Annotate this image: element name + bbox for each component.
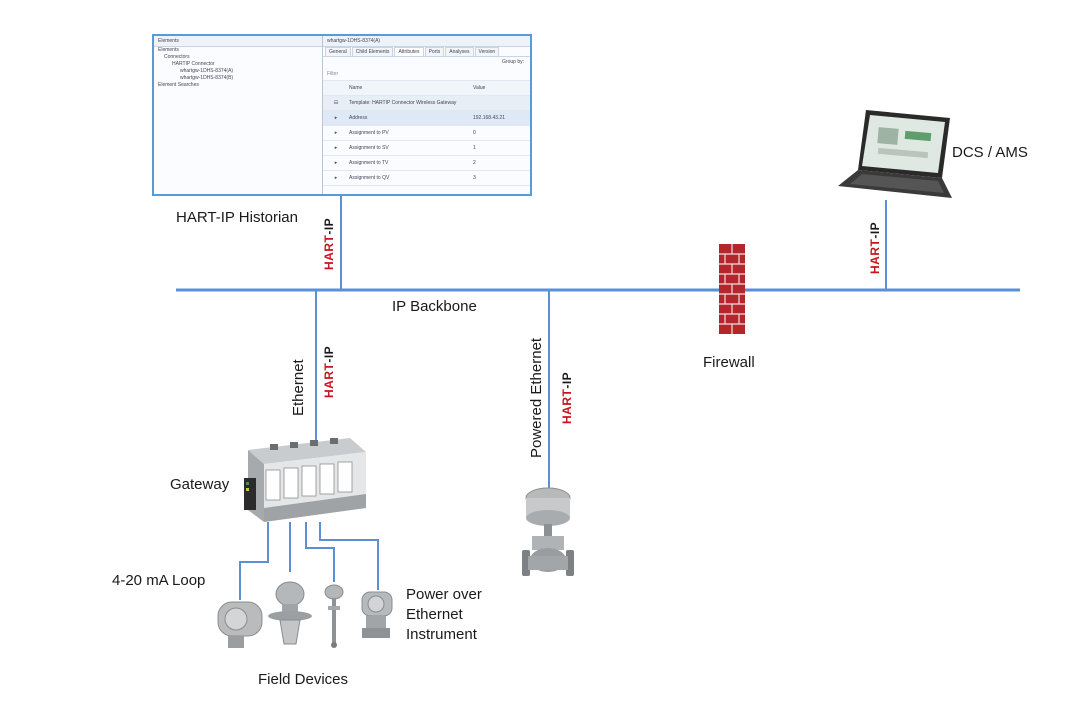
gateway-label: Gateway <box>170 476 230 493</box>
column-header-value[interactable]: Value <box>473 85 486 91</box>
tab-version[interactable]: Version <box>474 47 500 56</box>
element-detail-header: whartgw-1DHS-8374(A) <box>323 36 530 47</box>
row-marker-icon: ▸ <box>334 145 338 151</box>
attribute-name: Assignment to TV <box>349 160 389 166</box>
row-marker-icon: ▸ <box>334 175 338 181</box>
field-device-transmitter-icon <box>217 601 263 648</box>
table-row[interactable]: ▸ Address 192.168.43.21 <box>323 111 530 126</box>
ethernet-label: Ethernet <box>290 359 307 416</box>
historian-label: HART-IP Historian <box>176 209 298 226</box>
tree-item[interactable]: HARTIP Connector <box>172 61 215 67</box>
hart-ip-logo: HART-IP <box>322 346 336 398</box>
header-spacer <box>323 81 349 95</box>
attribute-value: 0 <box>473 130 476 136</box>
hart-ip-logo-ip: -IP <box>322 217 336 235</box>
firewall-icon <box>719 244 745 334</box>
attribute-value: 3 <box>473 175 476 181</box>
hart-ip-logo-hart: HART <box>322 362 336 398</box>
field-device-temperature-icon <box>324 584 344 648</box>
attribute-name: Assignment to SV <box>349 145 389 151</box>
tree-item[interactable]: Element Searches <box>158 82 199 88</box>
table-row[interactable]: ▸ Assignment to TV 2 <box>323 156 530 171</box>
loop-line-3 <box>305 522 335 582</box>
tab-child-elements[interactable]: Child Elements <box>351 47 394 56</box>
template-group-label: Template: HARTIP Connector Wireless Gate… <box>349 100 457 106</box>
tab-general[interactable]: General <box>325 47 351 56</box>
loop-label: 4-20 mA Loop <box>112 572 206 589</box>
expand-icon[interactable]: ⊟ <box>333 100 339 106</box>
hart-ip-logo-ip: -IP <box>868 221 882 239</box>
poe-instrument-label-line1: Power over <box>406 586 482 603</box>
historian-screenshot: Elements Elements Connectors HARTIP Conn… <box>152 34 532 196</box>
hart-ip-logo: HART-IP <box>322 218 336 270</box>
detail-tabs: General Child Elements Attributes Ports … <box>323 47 530 57</box>
table-header: Name Value <box>323 81 530 96</box>
element-tree-panel: Elements Elements Connectors HARTIP Conn… <box>154 36 323 194</box>
hart-ip-logo-ip: -IP <box>322 345 336 363</box>
loop-line-1 <box>239 522 269 600</box>
attribute-name: Assignment to QV <box>349 175 390 181</box>
tree-item[interactable]: Elements <box>158 47 179 53</box>
table-row[interactable]: ▸ Assignment to QV 3 <box>323 171 530 186</box>
element-detail-panel: whartgw-1DHS-8374(A) General Child Eleme… <box>323 36 530 194</box>
hart-ip-logo-hart: HART <box>560 388 574 424</box>
tab-analyses[interactable]: Analyses <box>445 47 474 56</box>
hart-ip-logo: HART-IP <box>560 372 574 424</box>
attribute-value: 2 <box>473 160 476 166</box>
tree-item[interactable]: whartgw-1DHS-8374(A) <box>180 68 234 74</box>
row-marker-icon: ▸ <box>334 130 338 136</box>
group-by-control[interactable]: Group by: <box>502 59 524 65</box>
attribute-value: 1 <box>473 145 476 151</box>
loop-line-4 <box>319 522 379 590</box>
field-device-pressure-icon <box>361 591 393 638</box>
tab-ports[interactable]: Ports <box>424 47 445 56</box>
tab-attributes[interactable]: Attributes <box>394 47 424 56</box>
hart-ip-logo-hart: HART <box>322 234 336 270</box>
laptop-icon <box>838 110 952 198</box>
element-tree-header: Elements <box>154 36 322 47</box>
row-marker-icon: ▸ <box>334 115 338 121</box>
poe-instrument-label-line3: Instrument <box>406 626 477 643</box>
attribute-name: Assignment to PV <box>349 130 389 136</box>
firewall-label: Firewall <box>703 354 755 371</box>
template-group-row[interactable]: ⊟ Template: HARTIP Connector Wireless Ga… <box>323 96 530 111</box>
powered-ethernet-label: Powered Ethernet <box>528 337 545 458</box>
filter-input[interactable]: Filter <box>323 68 530 81</box>
field-devices-label: Field Devices <box>258 671 349 688</box>
gateway-icon <box>244 438 366 522</box>
attribute-name: Address <box>349 115 368 121</box>
table-row[interactable]: ▸ Assignment to PV 0 <box>323 126 530 141</box>
row-marker-icon: ▸ <box>334 160 338 166</box>
hart-ip-logo-ip: -IP <box>560 371 574 389</box>
tree-item[interactable]: Connectors <box>164 54 190 60</box>
control-valve-icon <box>522 487 574 576</box>
field-device-radar-level-icon <box>268 581 312 645</box>
column-header-name[interactable]: Name <box>349 85 363 91</box>
tree-item[interactable]: whartgw-1DHS-8374(B) <box>180 75 234 81</box>
table-row[interactable]: ▸ Assignment to SV 1 <box>323 141 530 156</box>
hart-ip-logo-hart: HART <box>868 238 882 274</box>
attribute-value: 192.168.43.21 <box>473 115 505 121</box>
dcs-ams-label: DCS / AMS <box>952 144 1028 161</box>
ip-backbone-label: IP Backbone <box>392 298 477 315</box>
poe-instrument-label-line2: Ethernet <box>406 606 463 623</box>
hart-ip-logo: HART-IP <box>868 222 882 274</box>
